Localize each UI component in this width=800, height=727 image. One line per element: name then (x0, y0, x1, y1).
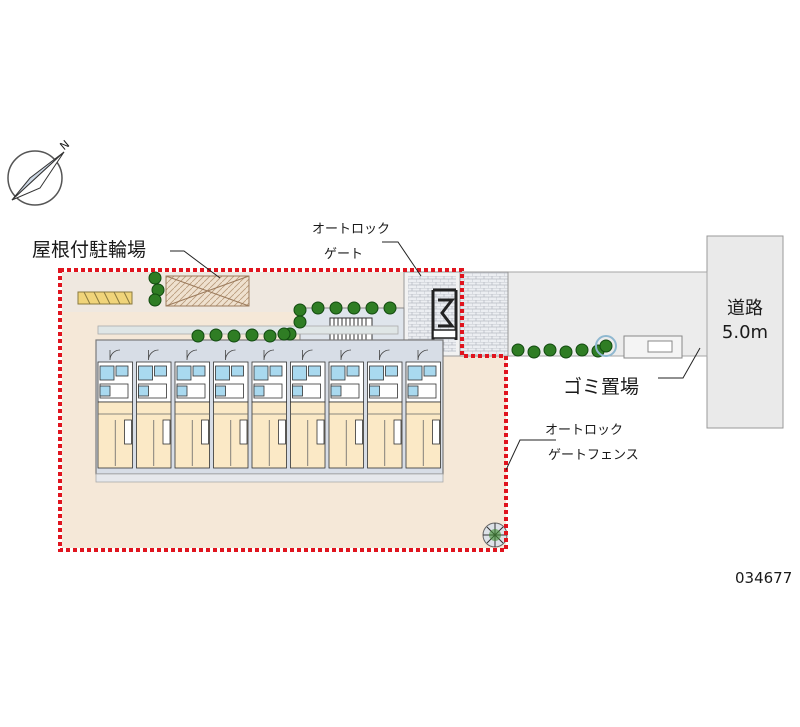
tree-icon (329, 301, 343, 315)
tree-icon (263, 329, 277, 343)
garbage-area-label: ゴミ置場 (563, 376, 639, 398)
tree-icon (293, 303, 307, 317)
tree-icon (245, 328, 259, 342)
corner-tree-icon (482, 522, 508, 548)
autolock-gate (431, 288, 458, 340)
north-label: N (58, 138, 73, 153)
tree-icon (575, 343, 589, 357)
apartment-unit (213, 349, 249, 469)
tree-icon (599, 339, 613, 353)
apartment-unit (405, 349, 441, 469)
property-code: 034677 (735, 569, 792, 587)
tree-icon (383, 301, 397, 315)
apartment-unit (174, 349, 210, 469)
road-label-2: 5.0m (722, 322, 768, 343)
tree-icon (277, 327, 291, 341)
tree-icon (511, 343, 525, 357)
tree-icon (311, 301, 325, 315)
apartment-unit (251, 349, 287, 469)
apartment-unit (136, 349, 172, 469)
tree-icon (148, 293, 162, 307)
apartment-unit (367, 349, 403, 469)
tree-icon (148, 271, 162, 285)
tree-icon (293, 315, 307, 329)
road: 道路 5.0m (706, 235, 784, 429)
unit-row (97, 349, 441, 469)
bicycle-parking (165, 275, 250, 307)
tree-ring-icon (595, 335, 617, 357)
autolock-gate-label-2: ゲート (324, 247, 363, 262)
tree-icon (365, 301, 379, 315)
tree-icon (227, 329, 241, 343)
autolock-gate-label-1: オートロック (312, 222, 390, 237)
tree-icon (191, 329, 205, 343)
fence-label-2: ゲートフェンス (548, 448, 639, 463)
hedge-trees (148, 271, 617, 359)
bicycle-parking-label: 屋根付駐輪場 (32, 239, 146, 261)
tree-icon (559, 345, 573, 359)
tree-icon (543, 343, 557, 357)
tree-icon (209, 328, 223, 342)
apartment-unit (97, 349, 133, 469)
apartment-unit (290, 349, 326, 469)
crosswalk-marking (77, 291, 133, 305)
road-label-1: 道路 (727, 298, 763, 319)
apartment-unit (328, 349, 364, 469)
compass-icon: N (7, 138, 73, 206)
fence-label-1: オートロック (545, 423, 623, 438)
tree-icon (347, 301, 361, 315)
tree-icon (527, 345, 541, 359)
autolock-fence-boundary (58, 268, 508, 552)
